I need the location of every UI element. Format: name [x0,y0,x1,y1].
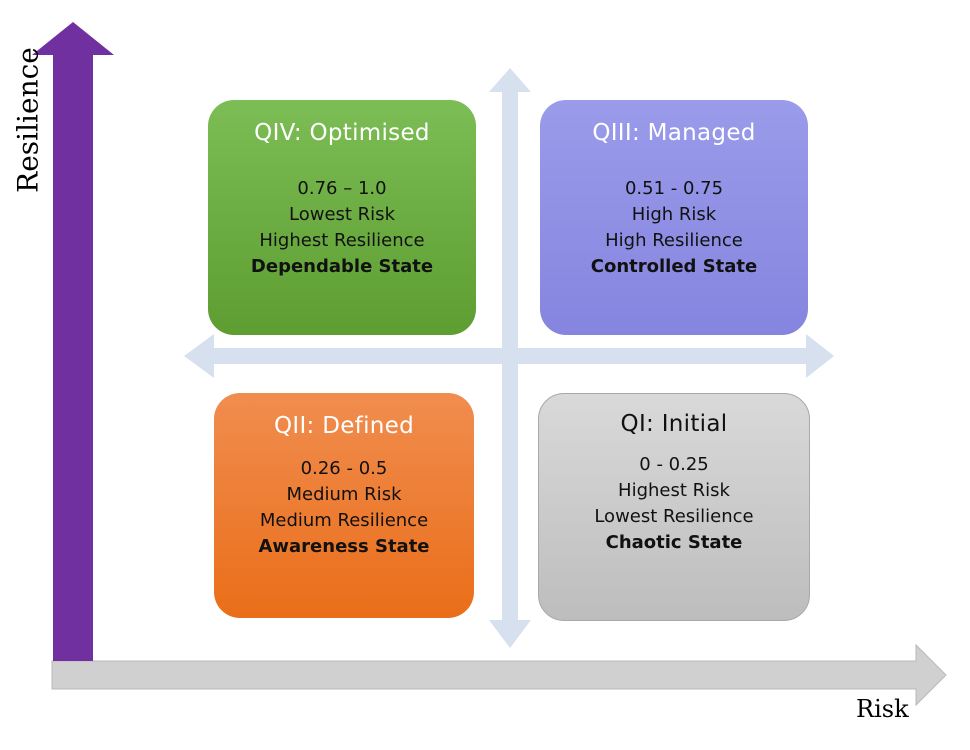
x-axis-label: Risk [856,695,909,723]
x-axis-arrow [51,643,947,707]
horizontal-cross-arrow [184,334,834,378]
quadrant-risk: Medium Risk [286,484,402,505]
quadrant-range: 0 - 0.25 [639,454,709,475]
quadrant-range: 0.76 – 1.0 [297,178,387,199]
y-axis-label: Resilience [11,47,45,193]
quadrant-range: 0.26 - 0.5 [300,458,388,479]
quadrant-defined: QII: Defined 0.26 - 0.5 Medium Risk Medi… [214,393,474,618]
quadrant-optimised: QIV: Optimised 0.76 – 1.0 Lowest Risk Hi… [208,100,476,335]
quadrant-resilience: Medium Resilience [259,510,429,531]
quadrant-state: Awareness State [258,536,430,557]
quadrant-state: Dependable State [250,256,434,277]
quadrant-resilience: Lowest Resilience [594,506,754,527]
quadrant-risk: High Risk [631,204,717,225]
quadrant-resilience: Highest Resilience [259,230,425,251]
quadrant-range: 0.51 - 0.75 [624,178,724,199]
quadrant-state: Controlled State [590,256,758,277]
quadrant-risk: Lowest Risk [289,204,395,225]
quadrant-title: QIII: Managed [592,120,756,146]
quadrant-state: Chaotic State [605,532,743,553]
quadrant-managed: QIII: Managed 0.51 - 0.75 High Risk High… [540,100,808,335]
y-axis-arrow [32,22,114,661]
quadrant-risk: Highest Risk [618,480,730,501]
quadrant-title: QIV: Optimised [254,120,430,146]
quadrant-resilience: High Resilience [605,230,743,251]
quadrant-title: QI: Initial [620,411,728,437]
quadrant-title: QII: Defined [273,413,414,439]
quadrant-initial: QI: Initial 0 - 0.25 Highest Risk Lowest… [538,393,810,621]
